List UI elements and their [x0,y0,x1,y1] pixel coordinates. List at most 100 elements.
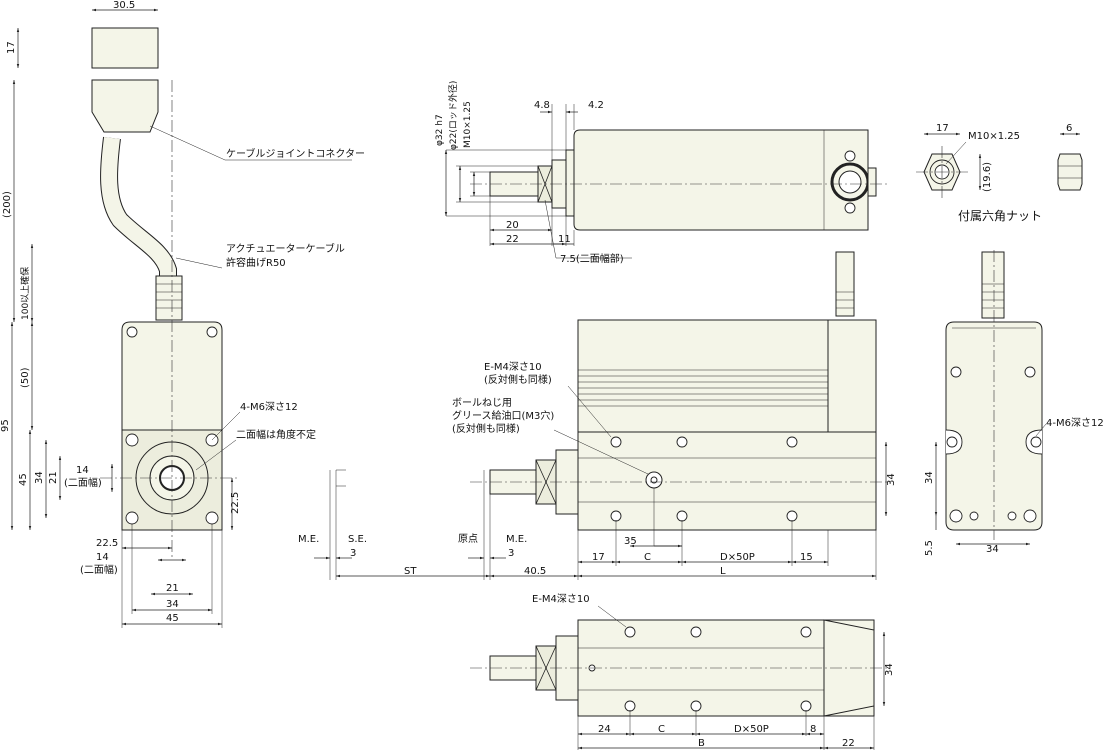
m6-hole-icon [946,436,958,448]
screw-icon [844,150,856,162]
label-em4-top-2: (反対側も同様) [484,373,552,386]
hex-nut-side [1057,153,1083,191]
dim-rod-outer: φ22(ロッド外径) [447,81,459,150]
dim-bottom-34: 34 [884,663,895,676]
dim-f15: 15 [800,552,813,563]
dim-22-5v: 22.5 [230,492,241,514]
m6-hole-icon [949,509,963,523]
left-view: 30.5 17 (200) 100以上確保 (50) 95 45 34 21 1… [0,0,365,628]
label-bend-radius: 許容曲げR50 [226,256,286,269]
dim-st: ST [404,566,417,577]
cable-gland-right [835,251,855,317]
dim-14h-note: (二面幅) [80,563,118,576]
dim-21h: 21 [166,583,179,594]
dim-22: 22 [506,234,519,245]
dim-30-5: 30.5 [113,0,135,11]
dim-bC: C [658,724,665,735]
dim-34v: 34 [34,471,45,484]
actuator-body-top [573,129,869,231]
m4-hole-icon [786,436,798,448]
dim-14v-note: (二面幅) [64,476,102,489]
m4-hole-icon [610,436,622,448]
dim-200: (200) [2,191,13,218]
mount-hole-icon [126,326,138,338]
m4-hole-icon [690,700,702,712]
dim-14v: 14 [76,465,89,476]
connector-cap [91,27,159,69]
screw-icon [844,202,856,214]
dim-front-34: 34 [886,473,897,486]
label-nut-thread: M10×1.25 [968,131,1020,142]
m6-hole-icon [1023,509,1037,523]
screw-icon [1024,366,1036,378]
label-flat-part: 7.5(二面幅部) [560,252,624,265]
dim-nut-17: 17 [936,123,949,134]
dim-4-8: 4.8 [534,100,550,111]
m6-hole-icon [125,433,139,447]
label-grease-1: ボールねじ用 [452,397,512,409]
m6-hole-icon [125,511,139,525]
dim-21v: 21 [48,471,59,484]
m4-hole-icon [610,510,622,522]
m4-hole-icon [800,700,812,712]
end-view: 4-M6深さ12 34 5.5 34 [924,250,1104,556]
label-em4-top-1: E-M4深さ10 [484,361,542,373]
dim-s3b: 3 [508,548,514,559]
rod-side-view: M10×1.25 φ22(ロッド外径) φ32 h7 4.8 4.2 20 22… [435,81,890,265]
mount-hole-icon [206,326,218,338]
label-me-right: M.E. [506,534,527,545]
label-origin: 原点 [458,533,478,545]
dim-22-5h: 22.5 [96,538,118,549]
dim-45v: 45 [18,473,29,486]
screw-icon [969,511,979,521]
m6-hole-icon [205,511,219,525]
screw-icon [1007,511,1017,521]
dim-bB: B [698,738,705,749]
dim-17: 17 [6,41,17,54]
actuator-slider [577,431,877,531]
dim-45h: 45 [166,613,179,624]
dim-end-34h: 34 [986,544,999,555]
m4-hole-icon [624,700,636,712]
label-me-left: M.E. [298,534,319,545]
hex-nut-views: 17 M10×1.25 (19.6) 6 付属六角ナット [916,123,1083,223]
m4-hole-icon [624,626,636,638]
dim-fC: C [644,552,651,563]
label-grease-3: (反対側も同様) [452,422,520,435]
label-se: S.E. [348,534,367,545]
dim-f17: 17 [592,552,605,563]
dim-100: 100以上確保 [19,267,31,320]
dim-b22: 22 [842,738,855,749]
label-nut-caption: 付属六角ナット [958,209,1042,223]
actuator-cable [101,137,176,300]
m6-hole-icon [1030,436,1042,448]
m4-hole-icon [676,436,688,448]
dim-95: 95 [0,419,11,432]
label-em4-bottom: E-M4深さ10 [532,593,590,605]
label-flat-angle: 二面幅は角度不定 [236,428,316,441]
label-m6-left: 4-M6深さ12 [240,401,298,413]
label-cable-joint: ケーブルジョイントコネクター [226,147,365,160]
cable-joint-connector [91,79,159,133]
m4-hole-icon [800,626,812,638]
dim-4-2: 4.2 [588,100,604,111]
dim-b8: 8 [810,724,816,735]
bottom-view: E-M4深さ10 34 24 C D×50P 8 B 22 [470,593,895,750]
dim-end-34: 34 [924,471,935,484]
dim-fL: L [720,566,726,577]
main-front-view: E-M4深さ10 (反対側も同様) ボールねじ用 グリース給油口(M3穴) (反… [298,251,897,580]
dim-nut-19-6: (19.6) [982,162,993,192]
screw-icon [950,366,962,378]
m4-hole-icon [676,510,688,522]
dim-bDx50P: D×50P [734,724,769,735]
cable-gland [155,275,183,321]
dim-fDx50P: D×50P [720,552,755,563]
dim-50: (50) [20,367,31,388]
dim-nut-6: 6 [1066,123,1072,134]
label-grease-2: グリース給油口(M3穴) [452,409,554,422]
label-m6-right: 4-M6深さ12 [1046,417,1104,429]
dim-b24: 24 [598,724,611,735]
dim-40-5: 40.5 [524,566,546,577]
dim-34h: 34 [166,599,179,610]
